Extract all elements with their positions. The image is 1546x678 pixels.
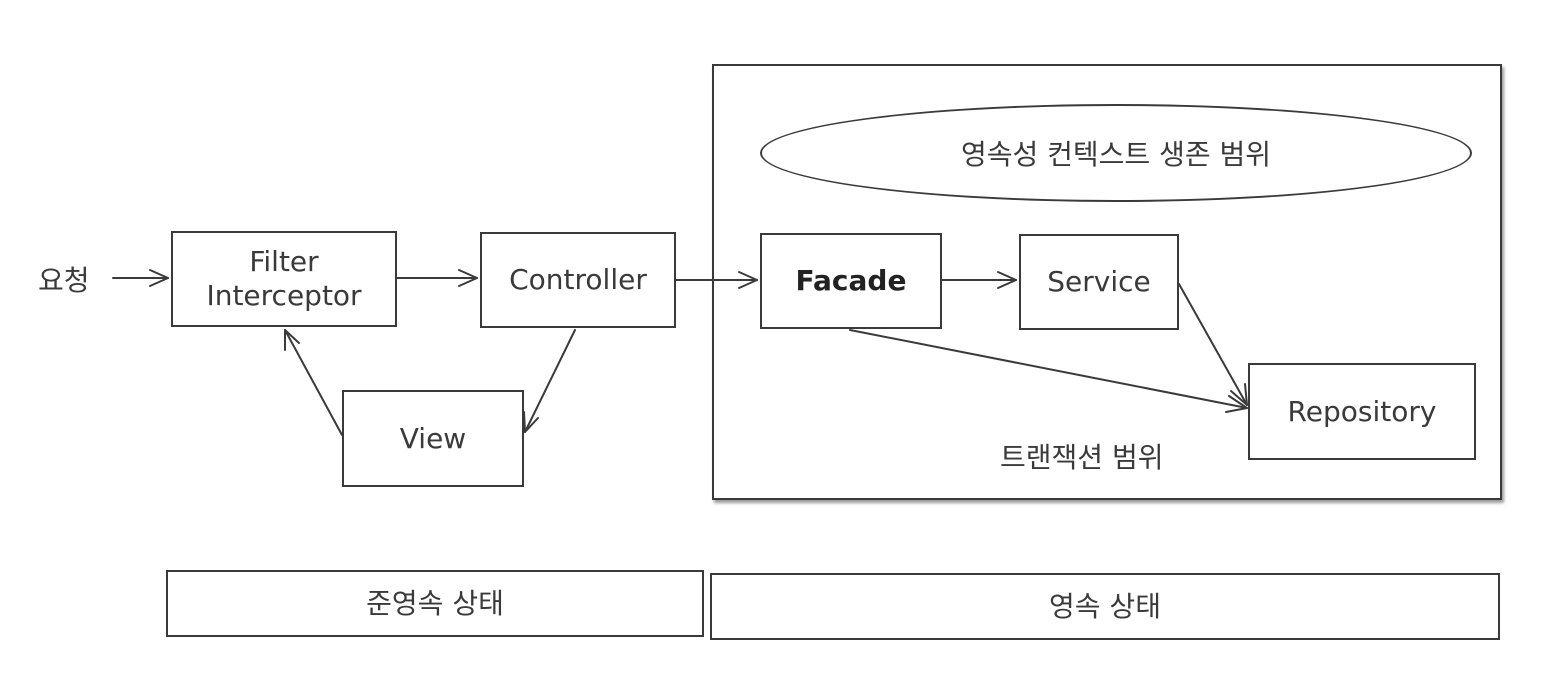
facade-box: Facade (760, 233, 942, 329)
semi-persistent-state-bar: 준영속 상태 (166, 570, 704, 637)
arrowhead-service-to-repository (1230, 383, 1248, 406)
arrowhead-request-to-filter (149, 269, 169, 287)
repository-label: Repository (1287, 394, 1437, 428)
arrow-view-to-filter (284, 329, 343, 436)
arrowhead-controller-to-facade (738, 271, 758, 289)
persistent-state-bar: 영속 상태 (710, 573, 1500, 640)
arrow-service-to-repository (1178, 283, 1248, 406)
arrow-facade-to-repository (849, 329, 1248, 409)
view-box: View (342, 390, 524, 487)
semi-persistent-state-label: 준영속 상태 (366, 586, 504, 620)
request-label: 요청 (38, 264, 90, 297)
controller-box: Controller (480, 232, 676, 328)
view-label: View (399, 421, 467, 455)
arrowhead-controller-to-view (523, 411, 539, 433)
transaction-scope-label: 트랜잭션 범위 (1000, 441, 1164, 474)
controller-label: Controller (509, 263, 647, 296)
arrowhead-filter-to-controller (458, 269, 478, 287)
arrowhead-view-to-filter (284, 329, 300, 351)
service-label: Service (1047, 265, 1151, 298)
facade-label: Facade (795, 264, 907, 297)
arrow-controller-to-view (524, 329, 576, 433)
persistence-context-scope: 영속성 컨텍스트 생존 범위 (760, 104, 1472, 202)
filter-interceptor-box: Filter Interceptor (171, 231, 397, 327)
filter-label: Filter (249, 245, 319, 278)
arrowhead-facade-to-repository (1225, 395, 1248, 413)
arrowhead-facade-to-service (997, 271, 1017, 289)
persistent-state-label: 영속 상태 (1049, 589, 1161, 623)
persistence-context-scope-label: 영속성 컨텍스트 생존 범위 (960, 138, 1272, 171)
repository-box: Repository (1248, 363, 1476, 460)
interceptor-label: Interceptor (206, 279, 362, 312)
service-box: Service (1019, 234, 1179, 330)
